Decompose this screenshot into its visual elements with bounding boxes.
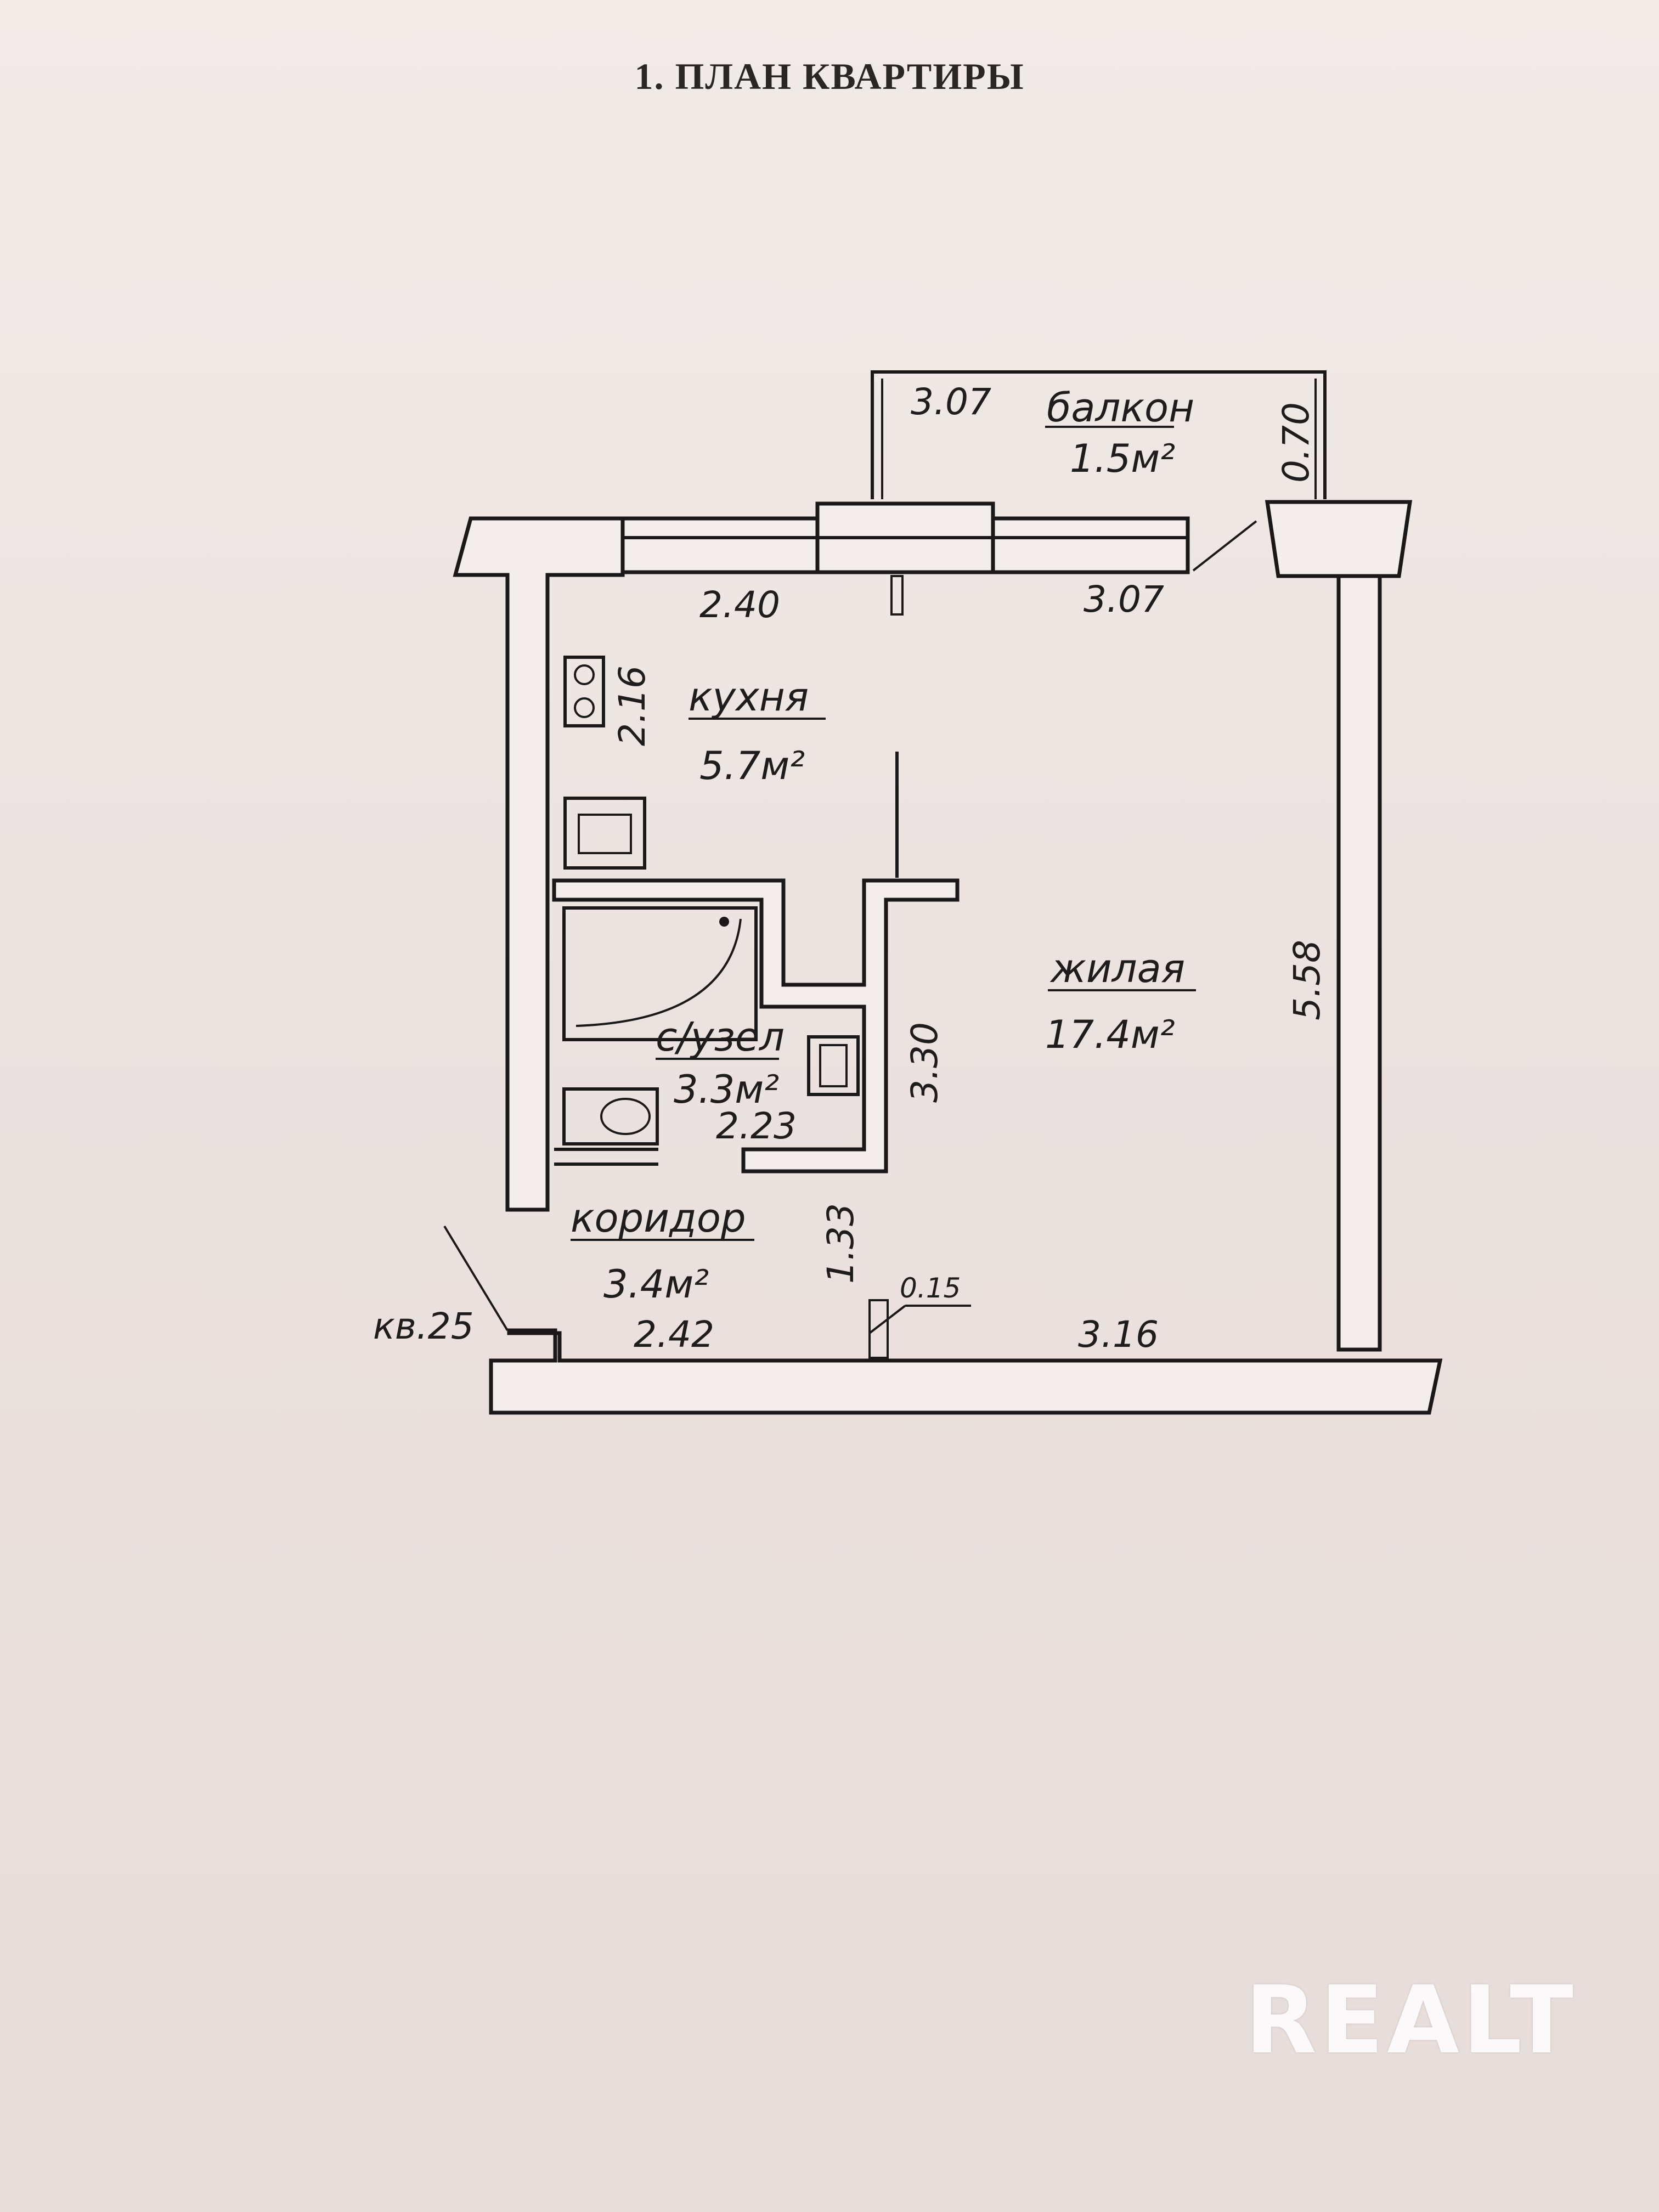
wall-thickness-marker bbox=[868, 1299, 971, 1359]
document-title: 1. ПЛАН КВАРТИРЫ bbox=[634, 55, 1025, 97]
bathroom-name: с/узел bbox=[656, 1014, 785, 1060]
partition-kitchen-living bbox=[890, 575, 904, 878]
bathroom-walls bbox=[552, 878, 960, 1173]
dim-balcony-depth: 0.70 bbox=[1275, 402, 1317, 483]
corridor-area: 3.4м² bbox=[603, 1262, 709, 1307]
balcony-door-pointer bbox=[1192, 520, 1257, 572]
apartment-pointer bbox=[443, 1225, 509, 1331]
apartment-label: кв.25 bbox=[373, 1305, 474, 1347]
kitchen-name: кухня bbox=[689, 674, 809, 720]
realt-watermark: REALT bbox=[1245, 1966, 1577, 2075]
toilet-icon bbox=[562, 1087, 659, 1146]
bottom-wall bbox=[489, 1328, 1443, 1415]
right-wall bbox=[1336, 574, 1382, 1352]
bathroom-area: 3.3м² bbox=[674, 1067, 779, 1112]
dim-balcony-width: 3.07 bbox=[911, 381, 991, 423]
top-wall bbox=[453, 500, 1413, 1212]
dim-corridor-width: 2.42 bbox=[634, 1313, 714, 1356]
dim-kitchen-width: 2.40 bbox=[699, 584, 780, 626]
stove-icon bbox=[563, 656, 605, 727]
balcony bbox=[871, 370, 1327, 499]
dim-bathroom-depth: 3.30 bbox=[904, 1022, 946, 1103]
bathroom-sink-icon bbox=[807, 1035, 860, 1096]
dim-wall-thickness: 0.15 bbox=[900, 1272, 961, 1304]
dim-corridor-depth: 1.33 bbox=[820, 1203, 862, 1284]
bathtub-icon bbox=[562, 906, 758, 1041]
dim-living-width-top: 3.07 bbox=[1084, 578, 1164, 620]
living-name: жилая bbox=[1049, 945, 1185, 991]
living-area: 17.4м² bbox=[1045, 1012, 1175, 1057]
dim-kitchen-depth: 2.16 bbox=[611, 665, 653, 746]
balcony-area: 1.5м² bbox=[1070, 436, 1175, 481]
dim-living-depth: 5.58 bbox=[1286, 940, 1328, 1020]
kitchen-sink-icon bbox=[563, 797, 646, 870]
dim-bathroom-width: 2.23 bbox=[716, 1105, 797, 1147]
dim-living-width-bottom: 3.16 bbox=[1078, 1313, 1159, 1356]
corridor-name: коридор bbox=[571, 1195, 746, 1241]
balcony-name: балкон bbox=[1047, 385, 1194, 431]
kitchen-area: 5.7м² bbox=[699, 743, 805, 788]
